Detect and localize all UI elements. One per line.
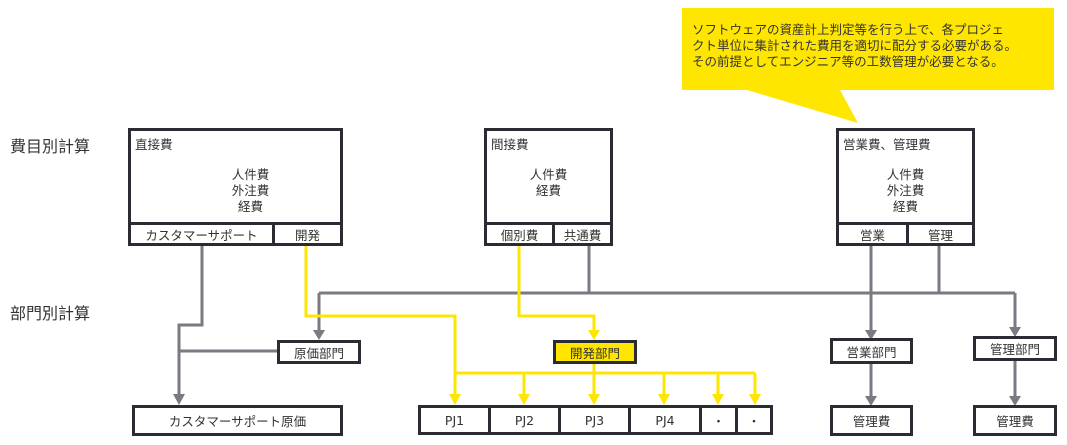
yellow-arrowheads bbox=[449, 330, 761, 405]
arrow-down-icon bbox=[865, 330, 877, 340]
arrow-down-icon bbox=[588, 330, 600, 340]
project-cell: PJ3 bbox=[561, 408, 631, 432]
box-items: 人件費 外注費 経費 bbox=[161, 167, 340, 215]
cell-admin: 管理 bbox=[909, 222, 972, 243]
arrow-down-icon bbox=[518, 394, 530, 405]
project-row: PJ1 PJ2 PJ3 PJ4 ・ ・ bbox=[418, 405, 773, 435]
arrow-down-icon bbox=[449, 394, 461, 405]
line-dev-to-pj bbox=[304, 245, 457, 396]
box-item: 経費 bbox=[237, 199, 263, 214]
callout-line: ソフトウェアの資産計上判定等を行う上で、各プロジェ bbox=[692, 22, 1005, 37]
node-admin-dept: 管理部門 bbox=[973, 336, 1057, 361]
row-label-cost-element: 費目別計算 bbox=[10, 137, 91, 156]
cost-box-sales-admin: 営業費、管理費 人件費 外注費 経費 営業 管理 bbox=[836, 128, 975, 246]
callout-line: その前提としてエンジニア等の工数管理が必要となる。 bbox=[692, 54, 1004, 69]
project-cell: PJ2 bbox=[491, 408, 561, 432]
box-item: 外注費 bbox=[886, 183, 925, 198]
project-cell: PJ1 bbox=[421, 408, 491, 432]
gray-arrowheads bbox=[173, 327, 1021, 406]
arrow-down-icon bbox=[313, 330, 325, 340]
box-item: 外注費 bbox=[231, 183, 270, 198]
box-item: 人件費 bbox=[886, 167, 925, 182]
box-items: 人件費 経費 bbox=[487, 167, 610, 199]
node-sales-mgmt-cost: 管理費 bbox=[830, 405, 913, 436]
line-individual-to-dev-dept bbox=[517, 245, 596, 332]
arrow-down-icon bbox=[1009, 327, 1021, 337]
arrow-down-icon bbox=[1009, 396, 1021, 406]
arrow-down-icon bbox=[658, 394, 670, 405]
callout-bubble bbox=[682, 8, 1054, 123]
node-cost-dept: 原価部門 bbox=[277, 340, 361, 364]
project-cell: PJ4 bbox=[631, 408, 702, 432]
callout-line: クト単位に集計された費用を適切に配分する必要がある。 bbox=[692, 38, 1018, 53]
yellow-connectors bbox=[304, 245, 757, 396]
cell-development: 開発 bbox=[275, 222, 340, 243]
arrow-down-icon bbox=[749, 394, 761, 405]
node-dev-dept: 開発部門 bbox=[553, 340, 637, 364]
arrow-down-icon bbox=[712, 394, 724, 405]
project-cell: ・ bbox=[747, 413, 761, 429]
box-title: 間接費 bbox=[491, 137, 529, 152]
arrow-down-icon bbox=[865, 396, 877, 406]
callout-text: ソフトウェアの資産計上判定等を行う上で、各プロジェ クト単位に集計された費用を適… bbox=[692, 22, 1052, 70]
box-item: 人件費 bbox=[231, 167, 270, 182]
cell-common-cost: 共通費 bbox=[555, 222, 610, 243]
node-admin-mgmt-cost: 管理費 bbox=[973, 405, 1057, 436]
box-title: 直接費 bbox=[135, 137, 173, 152]
box-item: 経費 bbox=[892, 199, 918, 214]
node-cs-cost: カスタマーサポート原価 bbox=[132, 405, 343, 436]
arrow-down-icon bbox=[588, 394, 600, 405]
box-title: 営業費、管理費 bbox=[843, 137, 931, 152]
line-cs-to-cs-cost bbox=[177, 245, 204, 396]
cost-box-indirect: 間接費 人件費 経費 個別費 共通費 bbox=[484, 128, 613, 246]
box-item: 人件費 bbox=[529, 167, 568, 182]
row-label-department: 部門別計算 bbox=[10, 304, 91, 323]
cell-customer-support: カスタマーサポート bbox=[131, 222, 275, 243]
cost-box-direct: 直接費 人件費 外注費 経費 カスタマーサポート 開発 bbox=[128, 128, 343, 246]
cell-sales: 営業 bbox=[839, 222, 909, 243]
gray-connectors bbox=[177, 245, 1017, 398]
box-item: 経費 bbox=[535, 183, 561, 198]
arrow-down-icon bbox=[173, 394, 185, 405]
project-cell: ・ bbox=[702, 408, 738, 432]
box-items: 人件費 外注費 経費 bbox=[839, 167, 972, 215]
node-sales-dept: 営業部門 bbox=[830, 338, 913, 364]
cell-individual-cost: 個別費 bbox=[487, 222, 555, 243]
